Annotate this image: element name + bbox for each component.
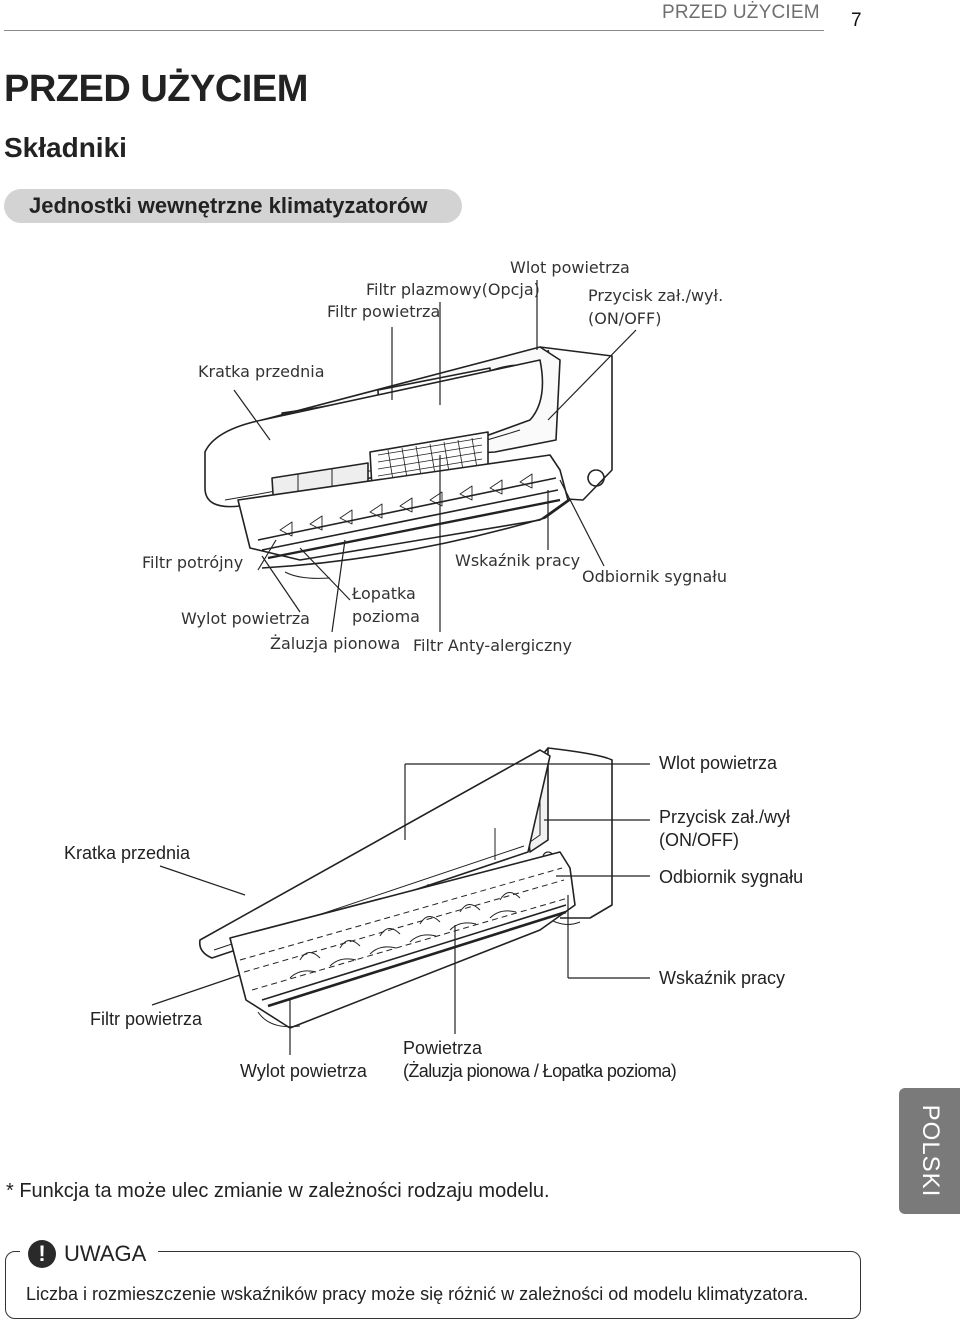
label2-operation-indicator: Wskaźnik pracy bbox=[659, 968, 786, 988]
label2-on-off-button-code: (ON/OFF) bbox=[659, 830, 739, 850]
footnote: * Funkcja ta może ulec zmianie w zależno… bbox=[6, 1180, 550, 1202]
note-box bbox=[5, 1251, 861, 1319]
label-vertical-louver: Żaluzja pionowa bbox=[270, 634, 401, 653]
label-air-filter: Filtr powietrza bbox=[327, 302, 441, 321]
label2-air-filter: Filtr powietrza bbox=[90, 1009, 203, 1029]
label2-front-grille: Kratka przednia bbox=[64, 843, 191, 863]
header-divider bbox=[4, 30, 824, 31]
label-front-grille: Kratka przednia bbox=[198, 362, 325, 381]
label-horizontal-vane-2: pozioma bbox=[352, 607, 420, 626]
label-anti-allergic-filter: Filtr Anty-alergiczny bbox=[413, 636, 572, 655]
label2-air-outlet: Wylot powietrza bbox=[240, 1061, 367, 1081]
label2-on-off-button: Przycisk zał./wył bbox=[659, 807, 791, 827]
label2-signal-receiver: Odbiornik sygnału bbox=[659, 867, 804, 887]
label-on-off-button-code: (ON/OFF) bbox=[588, 309, 662, 328]
section-heading-background bbox=[4, 189, 462, 223]
header-section-title: PRZED UŻYCIEM bbox=[662, 2, 820, 23]
label-triple-filter: Filtr potrójny bbox=[142, 553, 244, 572]
label2-air-flow: Powietrza bbox=[403, 1038, 483, 1058]
label2-air-inlet: Wlot powietrza bbox=[659, 753, 778, 773]
label-horizontal-vane: Łopatka bbox=[352, 584, 416, 603]
label-on-off-button: Przycisk zał./wył. bbox=[588, 286, 724, 305]
label2-air-flow-detail: (Żaluzja pionowa / Łopatka pozioma) bbox=[403, 1061, 677, 1081]
language-tab: POLSKI bbox=[899, 1088, 960, 1214]
label-signal-receiver: Odbiornik sygnału bbox=[582, 567, 727, 586]
page-number: 7 bbox=[851, 10, 862, 31]
indoor-unit-diagram-2 bbox=[151, 747, 650, 1055]
language-tab-label: POLSKI bbox=[916, 1104, 944, 1198]
label-operation-indicator: Wskaźnik pracy bbox=[455, 551, 581, 570]
indoor-unit-diagram-1 bbox=[204, 280, 637, 633]
label-air-inlet: Wlot powietrza bbox=[510, 258, 630, 277]
label-plasma-filter: Filtr plazmowy(Opcja) bbox=[366, 280, 540, 299]
page-subtitle: Składniki bbox=[4, 132, 127, 163]
note-title: UWAGA bbox=[64, 1241, 147, 1266]
label-air-outlet: Wylot powietrza bbox=[181, 609, 310, 628]
exclamation-icon: ! bbox=[28, 1240, 56, 1268]
note-text: Liczba i rozmieszczenie wskaźników pracy… bbox=[26, 1284, 809, 1304]
section-heading: Jednostki wewnętrzne klimatyzatorów bbox=[29, 193, 428, 218]
page-title: PRZED UŻYCIEM bbox=[4, 68, 308, 110]
